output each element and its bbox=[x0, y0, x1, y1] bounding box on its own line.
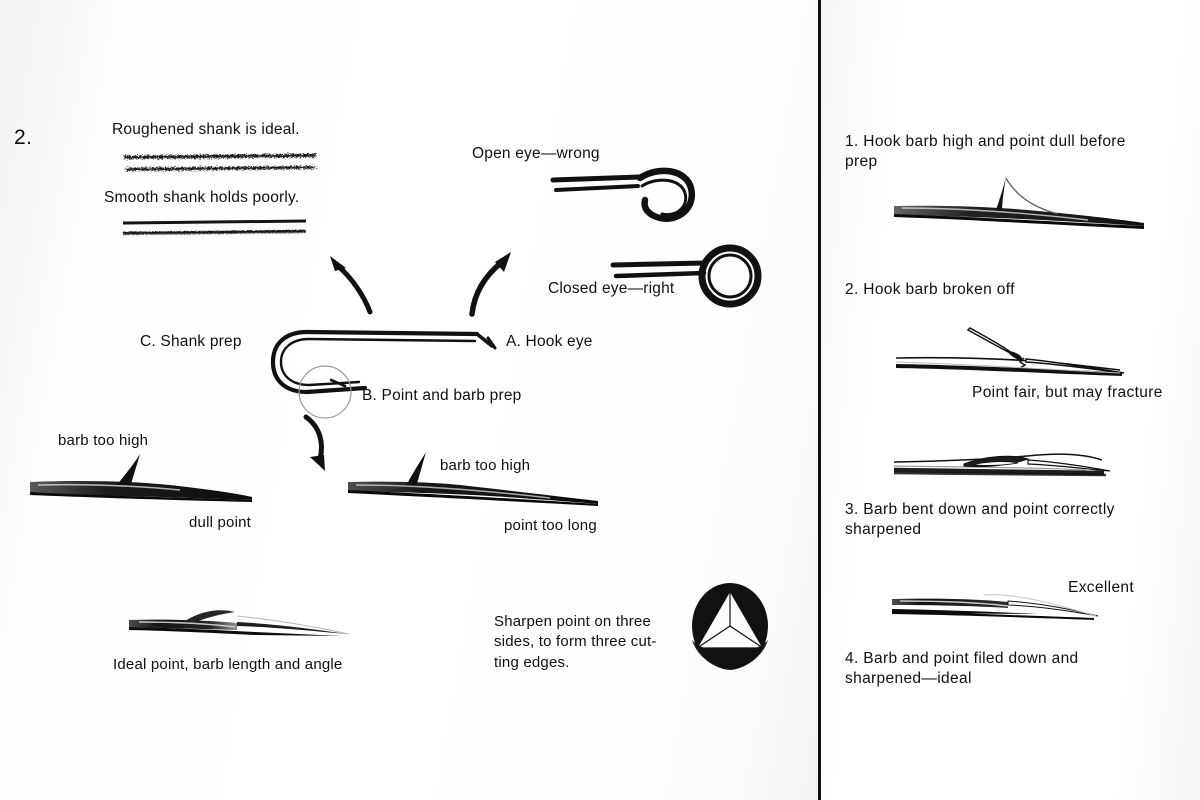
sharpen-note: Sharpen point on three sides, to form th… bbox=[494, 613, 657, 671]
right-step-3-text: 3. Barb bent down and point correctly sh… bbox=[845, 501, 1115, 539]
bad-point-1-barb-label: barb too high bbox=[58, 432, 149, 449]
open-eye-caption: Open eye—wrong bbox=[472, 145, 600, 162]
arrow-down-to-detail-icon bbox=[296, 414, 346, 475]
bad-point-2-point-label: point too long bbox=[504, 517, 597, 534]
figure-number: 2. bbox=[14, 126, 33, 149]
closed-eye-art bbox=[608, 243, 773, 328]
bad-point-1-art bbox=[20, 452, 260, 512]
right-step-4-subcaption: Excellent bbox=[1068, 579, 1135, 596]
callout-shank-prep: C. Shank prep bbox=[140, 333, 242, 350]
smooth-shank-art bbox=[120, 215, 310, 243]
ideal-point-art bbox=[125, 600, 355, 648]
three-cutting-edges-icon bbox=[688, 582, 772, 670]
smooth-shank-caption: Smooth shank holds poorly. bbox=[104, 189, 300, 206]
bad-point-2-barb-label: barb too high bbox=[440, 457, 531, 474]
closed-eye-caption: Closed eye—right bbox=[548, 280, 675, 297]
ideal-point-caption: Ideal point, barb length and angle bbox=[113, 656, 343, 673]
callout-point-and-barb-prep: B. Point and barb prep bbox=[362, 387, 522, 404]
right-step-2-art bbox=[888, 310, 1150, 382]
main-hook-art bbox=[255, 318, 505, 428]
right-step-1-art bbox=[888, 176, 1150, 238]
right-step-4-art bbox=[888, 585, 1110, 629]
right-step-4-text: 4. Barb and point filed down and sharpen… bbox=[845, 650, 1079, 688]
right-step-3-art bbox=[888, 440, 1118, 488]
roughened-shank-caption: Roughened shank is ideal. bbox=[112, 121, 300, 138]
callout-hook-eye: A. Hook eye bbox=[506, 333, 593, 350]
right-step-1-text: 1. Hook barb high and point dull before … bbox=[845, 133, 1126, 171]
open-eye-art bbox=[548, 150, 708, 235]
arrow-to-eye-icon bbox=[460, 244, 530, 317]
bad-point-1-point-label: dull point bbox=[189, 514, 252, 531]
right-step-2-text: 2. Hook barb broken off bbox=[845, 281, 1015, 298]
roughened-shank-art bbox=[120, 148, 320, 180]
panel-divider bbox=[818, 0, 821, 800]
right-step-2-subcaption: Point fair, but may fracture bbox=[972, 384, 1163, 401]
arrow-to-shank-icon bbox=[322, 246, 392, 316]
bad-point-2-art bbox=[340, 452, 610, 512]
point-magnifier-circle bbox=[297, 364, 353, 420]
